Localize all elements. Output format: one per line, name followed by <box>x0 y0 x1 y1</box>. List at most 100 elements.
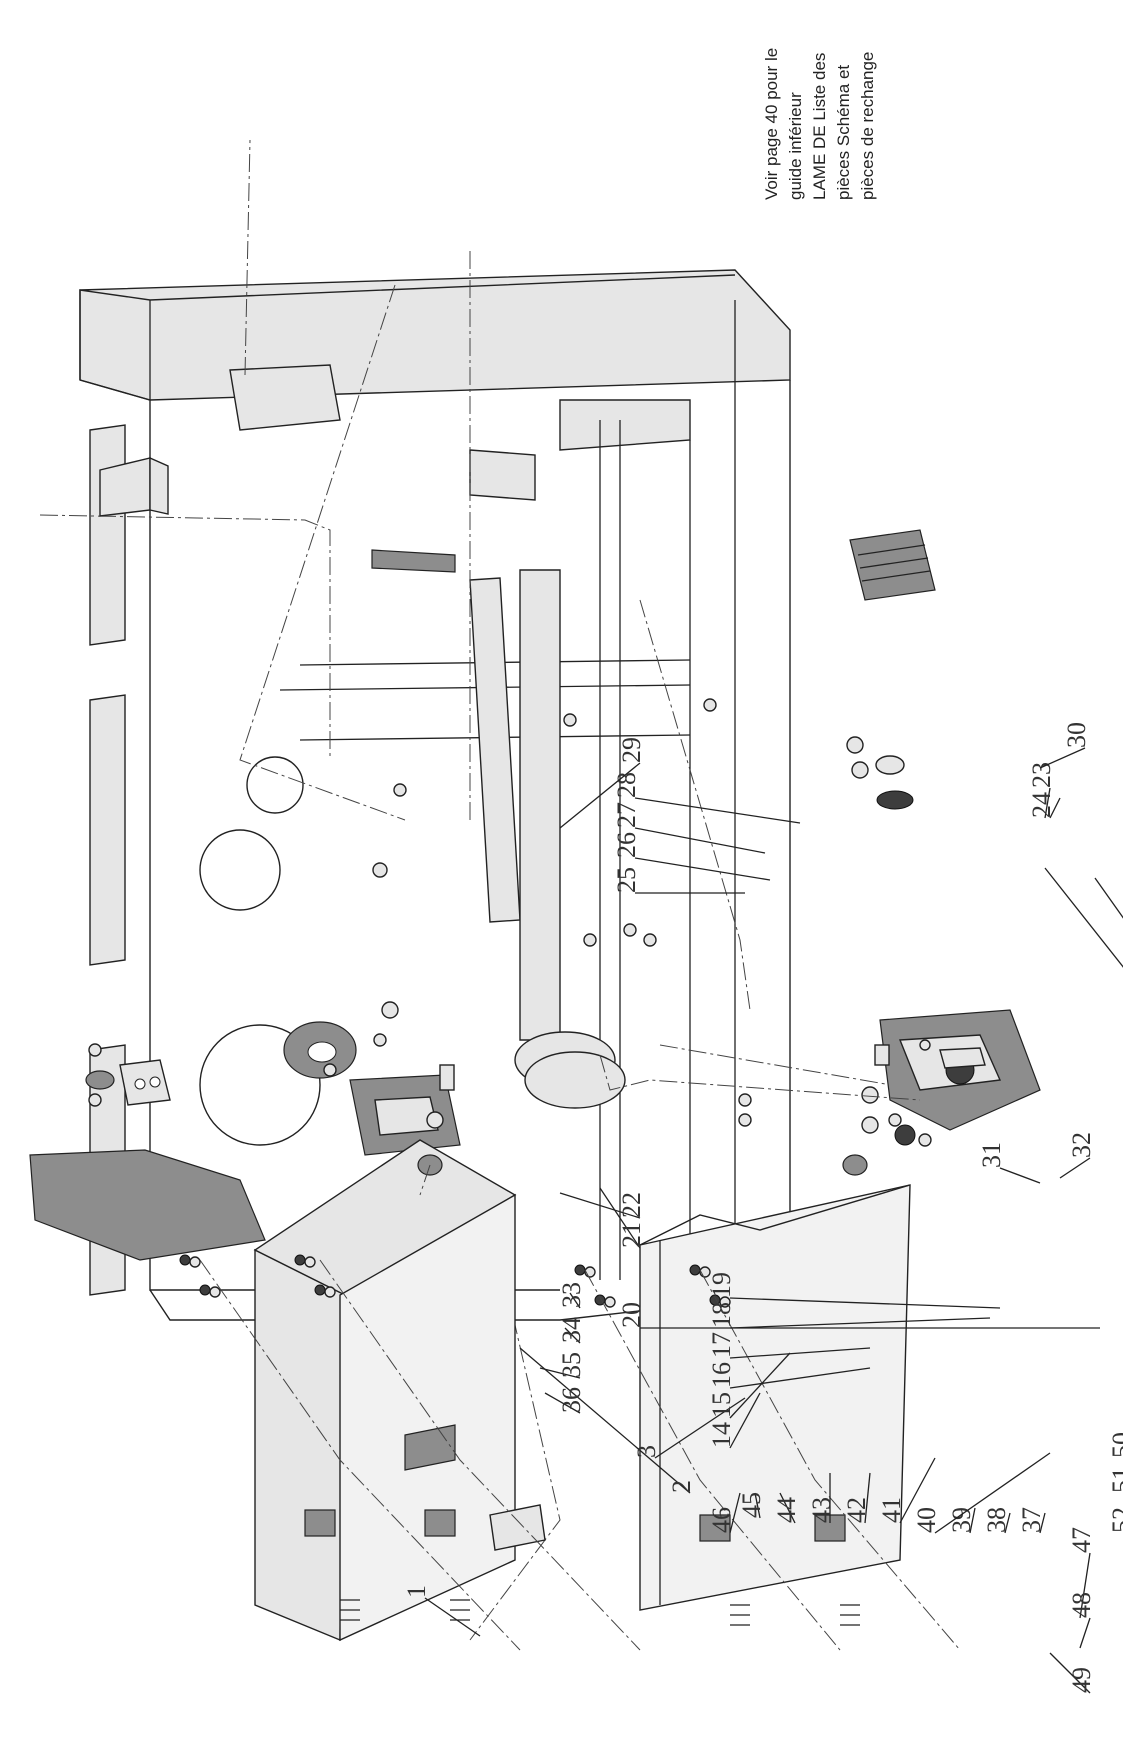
callout-leader-38 <box>1004 1512 1011 1534</box>
callout-leader-32 <box>1059 1157 1091 1179</box>
callout-20: 20 <box>617 1302 646 1328</box>
callout-leader-37 <box>1039 1512 1046 1534</box>
callout-49: 49 <box>1067 1667 1096 1693</box>
callout-41: 41 <box>877 1497 906 1523</box>
door-panel-b-top <box>639 1184 911 1246</box>
part-25-28 <box>846 736 914 810</box>
callout-16: 16 <box>707 1362 736 1388</box>
callout-leader-21 <box>599 1187 641 1249</box>
callout-leader-30 <box>1039 747 1086 769</box>
callout-36: 36 <box>557 1387 586 1413</box>
parts-11-13 <box>842 1044 890 1176</box>
callout-2: 2 <box>667 1480 696 1493</box>
callout-leader-42 <box>864 1472 871 1524</box>
callout-40: 40 <box>912 1507 941 1533</box>
callout-leader-16 <box>729 1367 871 1389</box>
callout-39: 39 <box>947 1507 976 1533</box>
callout-29: 29 <box>617 737 646 763</box>
callout-45: 45 <box>737 1492 766 1518</box>
parts-knob-upper <box>417 1064 455 1176</box>
part-52 <box>29 1149 266 1261</box>
part-7-hinge <box>304 1509 336 1537</box>
callout-leader-45 <box>754 1492 761 1519</box>
callout-leader-34 <box>564 1327 581 1344</box>
callout-28: 28 <box>612 772 641 798</box>
callout-leader-19 <box>729 1297 1001 1309</box>
callout-leader-12 <box>1094 877 1123 919</box>
callout-leader-36 <box>544 1392 581 1414</box>
callout-17: 17 <box>707 1332 736 1358</box>
callout-leader-26 <box>634 857 771 881</box>
callout-leader-39 <box>969 1507 976 1534</box>
callout-30: 30 <box>1062 722 1091 748</box>
callout-leader-48 <box>1079 1617 1091 1649</box>
callout-37: 37 <box>1017 1507 1046 1533</box>
callout-leader-2 <box>519 1347 691 1494</box>
callout-leader-28 <box>634 797 801 824</box>
part-40 <box>283 1021 357 1079</box>
callout-35: 35 <box>557 1352 586 1378</box>
callout-leader-40 <box>934 1452 1051 1534</box>
callout-21: 21 <box>617 1222 646 1248</box>
callout-leader-49 <box>1049 1652 1091 1694</box>
callout-18: 18 <box>707 1302 736 1328</box>
callout-42: 42 <box>842 1497 871 1523</box>
callout-leader-35 <box>539 1367 581 1379</box>
part-9 <box>489 1504 546 1551</box>
callout-leader-29 <box>559 762 641 829</box>
note-line-4: pièces Schéma et <box>834 64 853 200</box>
note-line-1: Voir page 40 pour le <box>762 47 781 200</box>
part-1 <box>99 456 169 517</box>
callout-46: 46 <box>707 1507 736 1533</box>
callout-32: 32 <box>1067 1132 1096 1158</box>
callout-38: 38 <box>982 1507 1011 1533</box>
callout-leader-46 <box>729 1492 741 1534</box>
callout-22: 22 <box>617 1192 646 1218</box>
callout-leader-1 <box>424 1597 481 1637</box>
part-23-24 <box>919 1039 986 1069</box>
part-7-hinge-2 <box>424 1509 456 1537</box>
callout-27: 27 <box>612 802 641 828</box>
callout-leader-13 <box>1044 867 1123 968</box>
callout-leader-15 <box>729 1352 791 1419</box>
callout-50: 50 <box>1107 1432 1123 1458</box>
door-panel-b <box>639 1184 911 1611</box>
callout-33: 33 <box>557 1282 586 1308</box>
callout-leader-41 <box>899 1457 936 1524</box>
callout-leader-27 <box>634 827 766 854</box>
part-31 <box>514 1031 626 1109</box>
note-line-5: pièces de rechange <box>858 51 877 200</box>
note-line-3: LAME DE Liste des <box>810 52 829 200</box>
callout-51: 51 <box>1107 1467 1123 1493</box>
part-20 <box>349 1074 461 1156</box>
callout-48: 48 <box>1067 1592 1096 1618</box>
callout-leader-3 <box>654 1397 746 1459</box>
callout-26: 26 <box>612 832 641 858</box>
callout-52: 52 <box>1107 1507 1123 1533</box>
callout-47: 47 <box>1067 1527 1096 1553</box>
callout-leader-14 <box>729 1392 761 1449</box>
callout-leader-18 <box>729 1317 991 1329</box>
callout-15: 15 <box>707 1392 736 1418</box>
callout-31: 31 <box>977 1142 1006 1168</box>
callout-leader-22 <box>559 1192 641 1219</box>
callout-19: 19 <box>707 1272 736 1298</box>
reference-note: Voir page 40 pour le guide inférieur LAM… <box>760 0 880 200</box>
callout-leader-24 <box>1049 797 1061 819</box>
callout-14: 14 <box>707 1422 736 1448</box>
callout-leader-47 <box>1079 1552 1091 1619</box>
note-line-2: guide inférieur <box>786 92 805 200</box>
door-panel-a-face <box>339 1193 516 1642</box>
callout-leader-31 <box>999 1167 1041 1184</box>
part-29 <box>849 529 936 601</box>
callout-44: 44 <box>772 1497 801 1523</box>
callout-leader-23 <box>1044 787 1051 819</box>
callout-3: 3 <box>632 1445 661 1458</box>
callout-25: 25 <box>612 867 641 893</box>
callout-24: 24 <box>1027 792 1056 818</box>
callout-leader-33 <box>569 1292 581 1309</box>
callout-23: 23 <box>1027 762 1056 788</box>
